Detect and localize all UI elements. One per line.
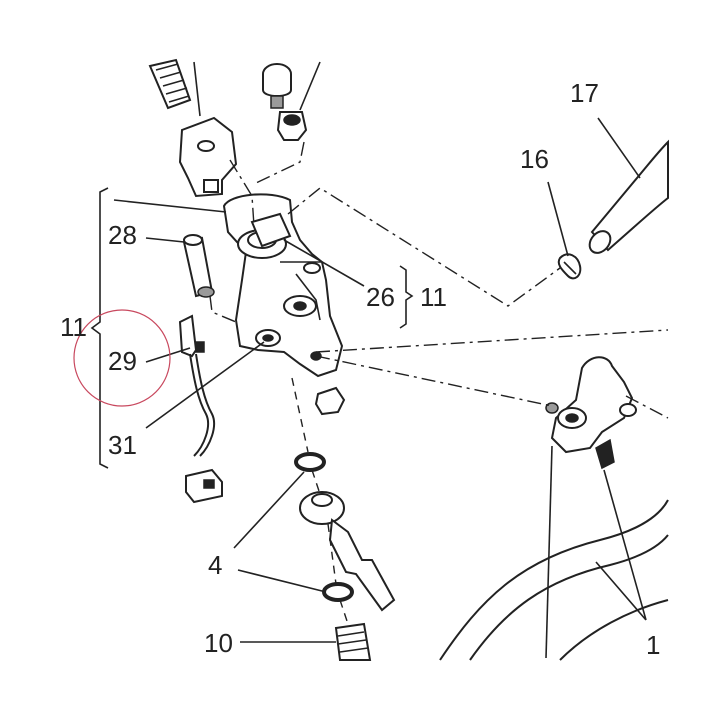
handlebar-outline (439, 499, 669, 661)
label-4: 4 (208, 550, 222, 580)
banjo-fitting-hose (299, 491, 396, 612)
part-29-brake-light-switch (178, 314, 223, 504)
brake-lever-assembly (545, 356, 637, 470)
bracket-right-11 (399, 265, 414, 329)
label-11-left: 11 (60, 312, 87, 342)
leader-lines (113, 61, 647, 659)
label-11-right: 11 (420, 282, 447, 312)
part-16-hose-clamp (557, 253, 582, 280)
annotation-circle (73, 309, 171, 407)
cap-screw-top (262, 63, 308, 141)
assembly-axis-lines (209, 141, 669, 625)
label-31: 31 (108, 430, 137, 460)
label-26: 26 (366, 282, 395, 312)
label-17: 17 (570, 78, 599, 108)
part-11-master-cylinder (222, 193, 346, 416)
label-10: 10 (204, 628, 233, 658)
label-1-edge: 1 (646, 630, 660, 660)
part-17-hose (588, 139, 669, 254)
part-4-sealing-washers (294, 452, 354, 602)
label-28: 28 (108, 220, 137, 250)
part-10-banjo-bolt (334, 622, 372, 661)
label-16: 16 (520, 144, 549, 174)
part-28-pin (182, 234, 215, 298)
banjo-bolt-top (148, 58, 192, 110)
clamp-block (178, 116, 238, 198)
label-29: 29 (108, 346, 137, 376)
bracket-left-11 (90, 187, 109, 469)
